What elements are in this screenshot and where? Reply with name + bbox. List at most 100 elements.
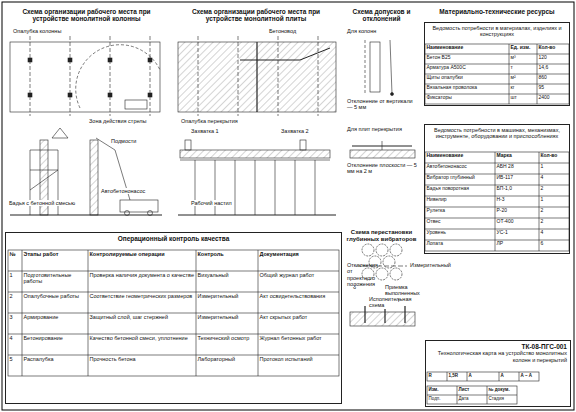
panel-heading: ТК-08-ПГС-001 xyxy=(429,343,567,350)
table-cell: Лопата xyxy=(427,241,443,247)
table-cell: м² xyxy=(511,75,516,81)
panel-heading: Схема допусков и отклонений xyxy=(346,8,417,23)
dimension-label: Исполнительная схема xyxy=(368,296,398,309)
title-block-cell: R xyxy=(429,373,432,378)
table-cell: ОТ-400 xyxy=(497,219,514,225)
title-block-cell: № докум. xyxy=(489,387,510,392)
table-lines xyxy=(427,372,539,381)
table-cell: кг xyxy=(511,85,515,91)
table-cell: Контролируемые операции xyxy=(90,251,165,257)
part-label: Рабочий настил xyxy=(190,200,233,206)
panel-heading: Материально-технические ресурсы xyxy=(425,8,569,15)
table-cell: УС-1 xyxy=(497,230,508,236)
table-cell: Фиксаторы xyxy=(427,95,452,101)
table-cell: Кол-во xyxy=(539,45,556,51)
panel-heading: Схема перестановки глубинных вибраторов xyxy=(346,229,417,243)
table-cell: Опалубочные работы xyxy=(24,293,80,299)
table-cell: т xyxy=(511,65,513,71)
table-cell: Рулетка xyxy=(427,208,446,214)
part-label: Автобетононасос xyxy=(100,188,146,194)
column-site-plan xyxy=(10,36,160,116)
panel-heading: Операционный контроль качества xyxy=(9,235,338,242)
table-cell: 2 xyxy=(541,219,544,225)
table-cell: Акт скрытых работ xyxy=(260,314,308,320)
table-cell: Бетонирование xyxy=(24,335,63,341)
table-cell: Бетон B25 xyxy=(427,55,451,61)
table-cell: 14,6 xyxy=(539,65,549,71)
table-cell: 6 xyxy=(541,241,544,247)
table-cell: Автобетононасос xyxy=(427,164,467,170)
tolerance-note: Для плит перекрытия xyxy=(346,126,403,132)
table-cell: Контроль xyxy=(198,251,224,257)
table-cell: Защитный слой, шаг стержней xyxy=(90,314,168,320)
table-cell: 120 xyxy=(539,55,547,61)
panel-subtitle: Технологическая карта на устройство моно… xyxy=(429,350,567,363)
table-cell: Соответствие геометрических размеров xyxy=(90,293,193,299)
table-cell: 2 xyxy=(541,186,544,192)
part-label: Бадья с бетонной смесью xyxy=(8,200,76,206)
part-label: Подмости xyxy=(110,138,137,144)
title-block-cell: Стадия xyxy=(489,396,504,401)
tolerance-note: Отклонение плоскости — 5 мм на 2 м xyxy=(346,162,418,175)
tolerance-note: Для колонн xyxy=(346,28,377,34)
dimension-label: Измерительный xyxy=(409,262,417,268)
table-cell: Визуальный xyxy=(198,272,229,278)
table-lines xyxy=(425,152,569,251)
table-cell: 1 xyxy=(541,164,544,170)
title-block-cell: А xyxy=(469,373,472,378)
table-cell: Бадья поворотная xyxy=(427,186,470,192)
table-lines xyxy=(425,44,569,104)
scheme-panel: Схема организации рабочего места при уст… xyxy=(172,6,340,26)
table-cell: Р-20 xyxy=(497,208,508,214)
table-cell: Технический осмотр xyxy=(198,335,250,341)
table-cell: Марка xyxy=(497,153,512,159)
table-lines xyxy=(427,386,517,404)
table-cell: 2400 xyxy=(539,95,550,101)
table-cell: 4 xyxy=(10,335,13,341)
table-cell: Журнал бетонных работ xyxy=(260,335,322,341)
slab-section xyxy=(178,140,336,215)
table-cell: Общий журнал работ xyxy=(260,272,315,278)
table-cell: ИВ-117 xyxy=(497,175,514,181)
panel-heading: Ведомость потребности в машинах, механиз… xyxy=(428,127,566,140)
table-cell: Уровень xyxy=(427,230,446,236)
table-cell: 95 xyxy=(539,85,545,91)
title-block-cell: Изм. xyxy=(429,387,439,392)
table-cell: ЛР xyxy=(497,241,504,247)
table-cell: 4 xyxy=(541,230,544,236)
title-block-cell: Дата xyxy=(459,396,469,401)
table-cell: Подготовительные работы xyxy=(24,272,87,285)
table-cell: 5 xyxy=(10,356,13,362)
table-cell: Армирование xyxy=(24,314,59,320)
table-cell: Вибратор глубинный xyxy=(427,175,475,181)
panel-heading: Схема организации рабочего места при уст… xyxy=(175,8,337,23)
table-cell: Нивелир xyxy=(427,197,447,203)
part-label: Опалубка колонны xyxy=(12,28,62,34)
title-block-cell: Лист xyxy=(459,387,470,392)
table-cell: Наименование xyxy=(427,153,464,159)
table-cell: Измерительный xyxy=(198,293,239,299)
table-cell: Вязальная проволока xyxy=(427,85,478,91)
table-cell: Наименование xyxy=(427,45,464,51)
table-cell: шт xyxy=(511,95,517,101)
table-cell: Измерительный xyxy=(198,314,239,320)
table-cell: Ед. изм. xyxy=(511,45,531,51)
table-lines xyxy=(8,250,339,376)
table-cell: 2 xyxy=(541,208,544,214)
title-block-cell: А – А xyxy=(521,373,533,378)
table-cell: 1 xyxy=(541,197,544,203)
slab-site-plan xyxy=(178,36,336,116)
table-cell: Проверка наличия документа о качестве xyxy=(90,272,195,278)
table-cell: Документация xyxy=(260,251,299,257)
table-cell: Качество бетонной смеси, уплотнение xyxy=(90,335,188,341)
part-label: Зона действия стрелы xyxy=(88,118,147,124)
table-cell: 1 xyxy=(10,272,13,278)
table-cell: Этапы работ xyxy=(24,251,59,257)
dimension-label: Отклонения от проектного положения xyxy=(346,262,354,287)
table-cell: Распалубка xyxy=(24,356,54,362)
table-cell: Щиты опалубки xyxy=(427,75,463,81)
table-cell: Лабораторный xyxy=(198,356,236,362)
table-cell: 4 xyxy=(541,175,544,181)
table-cell: Н-3 xyxy=(497,197,505,203)
table-cell: АБН 28 xyxy=(497,164,514,170)
